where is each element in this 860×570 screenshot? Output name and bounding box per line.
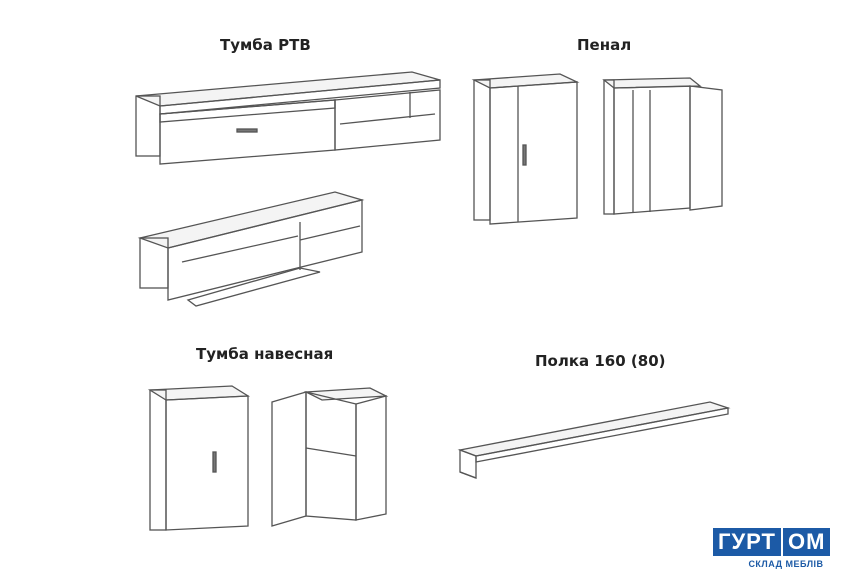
- logo-text-part2: ОМ: [782, 528, 831, 556]
- wall-cabinet-open-drawing: [271, 387, 389, 527]
- pencil-case-title: Пенал: [577, 36, 632, 54]
- logo-subtitle: СКЛАД МЕБЛІВ: [748, 559, 824, 569]
- pencil-case-closed-drawing: [471, 73, 580, 225]
- shelf-drawing: [457, 401, 731, 479]
- tv-stand-open-drawing: [137, 191, 365, 307]
- logo-text-part1: ГУРТ: [713, 528, 781, 556]
- shelf-title: Полка 160 (80): [535, 352, 666, 370]
- wall-cabinet-closed-drawing: [147, 385, 251, 531]
- pencil-case-open-drawing: [602, 77, 723, 215]
- tv-stand-closed-drawing: [135, 71, 441, 165]
- company-logo: ГУРТ ОМ СКЛАД МЕБЛІВ: [713, 528, 859, 569]
- tv-stand-title: Тумба РТВ: [220, 36, 311, 54]
- wall-cabinet-title: Тумба навесная: [196, 345, 334, 363]
